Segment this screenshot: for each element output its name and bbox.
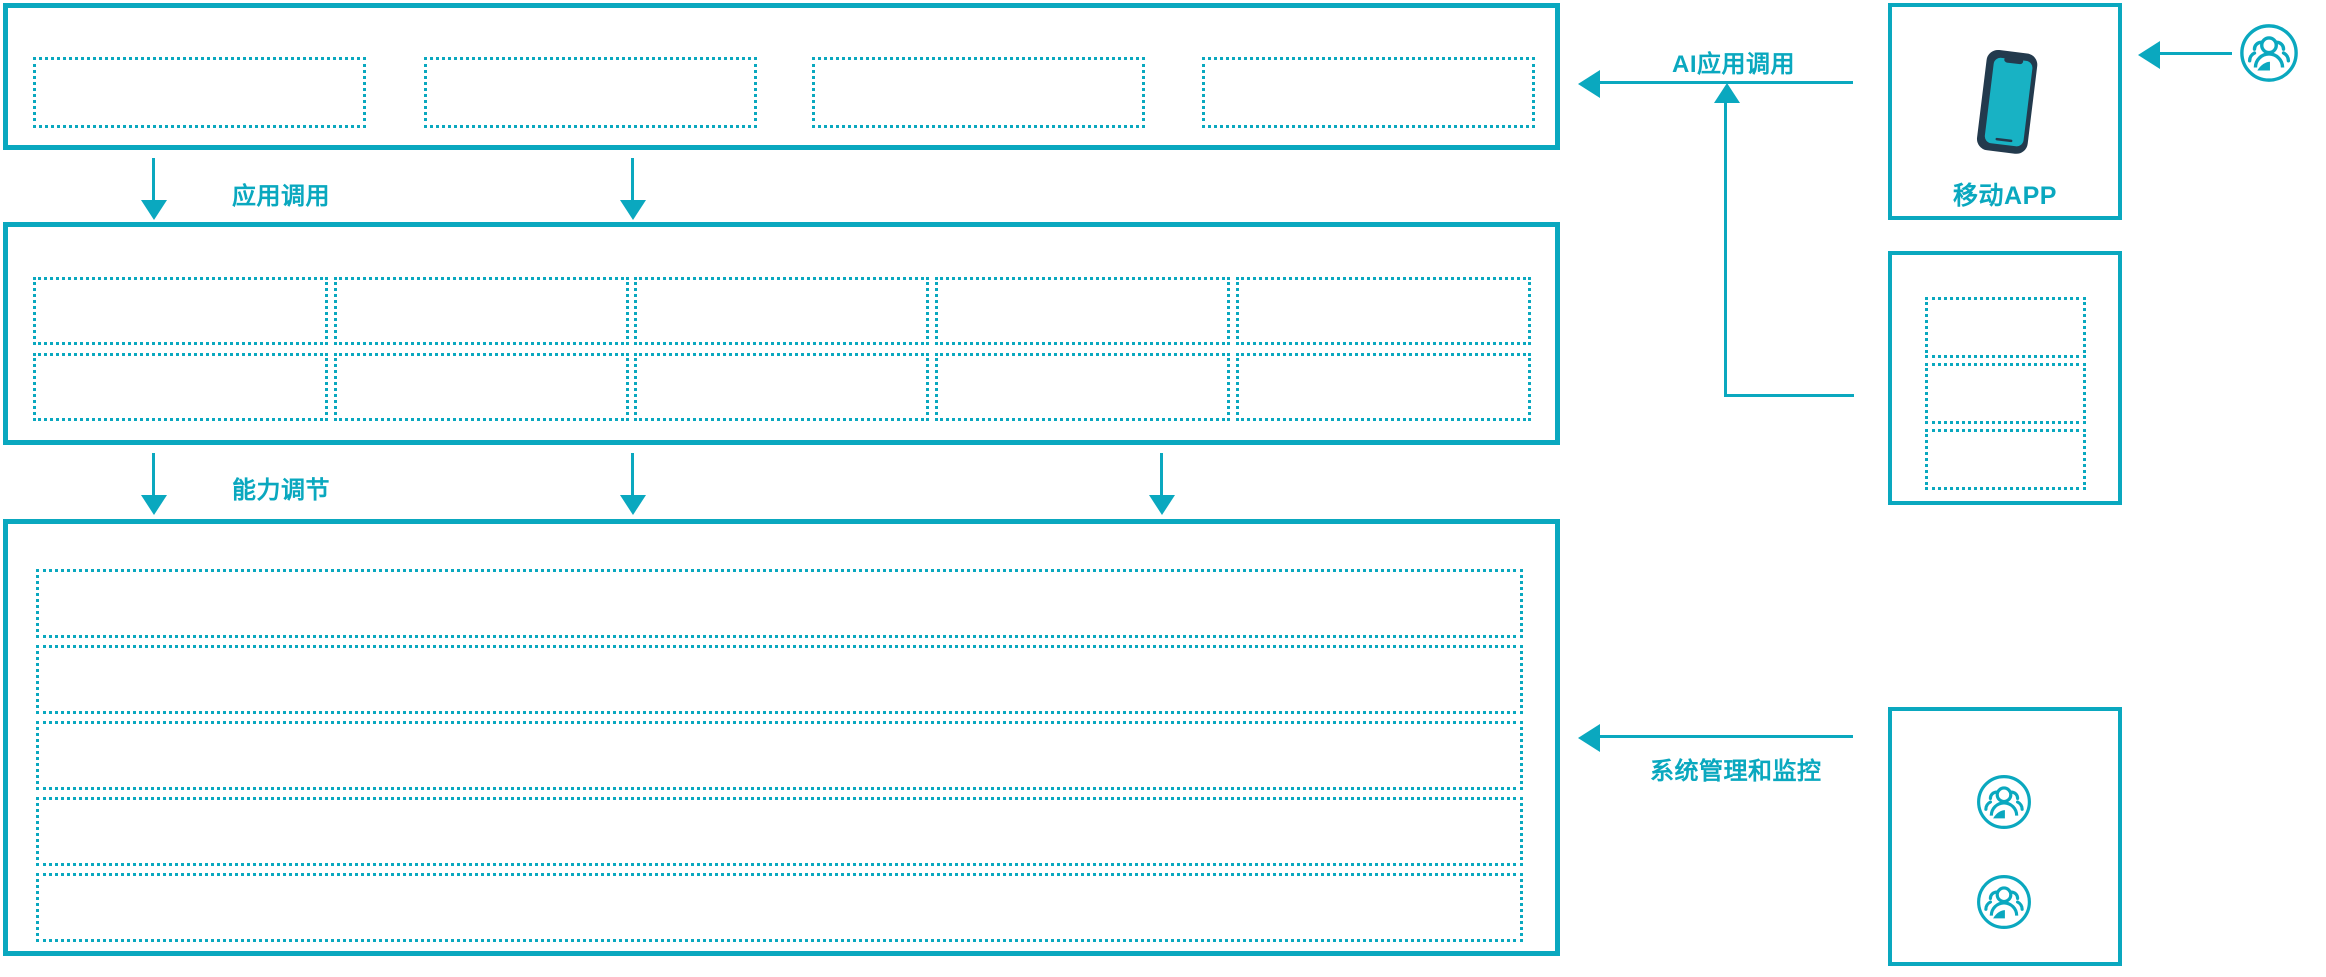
app-invoke-connector-left-line (152, 158, 155, 203)
smartphone-icon (1975, 48, 2041, 158)
app-invoke-connector-right-line (631, 158, 634, 203)
capability-tune-arrow-3 (1149, 495, 1175, 515)
flow-label-app-invoke: 应用调用 (232, 183, 330, 210)
users-group-icon-end-user (2238, 22, 2300, 84)
capability-layer-slot-2[interactable] (334, 277, 629, 345)
capability-layer-slot-1[interactable] (33, 277, 328, 345)
platform-layer-slot-4[interactable] (36, 797, 1523, 866)
capability-tune-connector-2-line (631, 453, 634, 498)
application-layer-slot-2[interactable] (424, 57, 757, 128)
capability-tune-arrow-1 (141, 495, 167, 515)
capability-tune-connector-1-line (152, 453, 155, 498)
capability-layer-slot-5[interactable] (1236, 277, 1531, 345)
platform-layer-slot-2[interactable] (36, 645, 1523, 714)
app-invoke-arrow-left (141, 200, 167, 220)
capability-layer-slot-10[interactable] (1236, 353, 1531, 421)
users-group-icon-operator-1 (1975, 773, 2033, 831)
capability-tune-arrow-2 (620, 495, 646, 515)
capability-layer-slot-8[interactable] (634, 353, 929, 421)
ai-app-invoke-riser-horizontal (1724, 394, 1854, 397)
channel-panel-slot-2[interactable] (1925, 363, 2086, 424)
application-layer-slot-4[interactable] (1202, 57, 1535, 128)
ai-app-invoke-riser-arrow-head (1714, 83, 1740, 103)
flow-label-sys-admin: 系统管理和监控 (1650, 758, 1822, 785)
end-user-to-app-line (2160, 52, 2232, 55)
ai-app-invoke-riser-vertical (1724, 103, 1727, 396)
sys-admin-horizontal-line (1600, 735, 1853, 738)
capability-layer-slot-4[interactable] (935, 277, 1230, 345)
sys-admin-arrow-head (1578, 724, 1600, 752)
app-invoke-arrow-right (620, 200, 646, 220)
channel-panel-slot-3[interactable] (1925, 429, 2086, 490)
mobile-app-panel-caption: 移动APP (1953, 182, 2057, 210)
ai-app-invoke-arrow-head (1578, 70, 1600, 98)
capability-tune-connector-3-line (1160, 453, 1163, 498)
platform-layer-slot-5[interactable] (36, 873, 1523, 942)
application-layer-slot-3[interactable] (812, 57, 1145, 128)
platform-layer-slot-1[interactable] (36, 569, 1523, 638)
application-layer-slot-1[interactable] (33, 57, 366, 128)
capability-layer-slot-9[interactable] (935, 353, 1230, 421)
flow-label-ai-app-invoke: AI应用调用 (1672, 51, 1795, 78)
capability-layer-slot-3[interactable] (634, 277, 929, 345)
users-group-icon-operator-2 (1975, 873, 2033, 931)
capability-layer-slot-7[interactable] (334, 353, 629, 421)
end-user-to-app-arrow-head (2138, 41, 2160, 69)
capability-layer-slot-6[interactable] (33, 353, 328, 421)
operations-panel[interactable] (1888, 707, 2122, 966)
flow-label-capability-tune: 能力调节 (232, 477, 330, 504)
channel-panel-slot-1[interactable] (1925, 297, 2086, 358)
platform-layer-slot-3[interactable] (36, 721, 1523, 790)
ai-app-invoke-horizontal-line (1600, 81, 1853, 84)
